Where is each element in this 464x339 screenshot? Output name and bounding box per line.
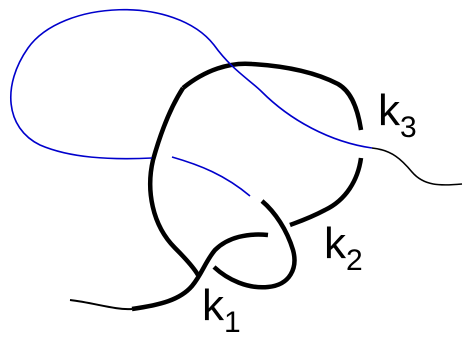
strand-upper-arc: [181, 61, 364, 131]
strand-right-tail: [371, 147, 463, 186]
strand-loop-left: [148, 86, 200, 277]
label-k2: k2: [324, 219, 363, 277]
strand-lower-lobe: [212, 199, 297, 290]
label-k1: k1: [202, 281, 241, 339]
strand-blue: [10, 8, 373, 160]
strand-lower-left: [131, 232, 269, 312]
label-k3: k3: [378, 86, 417, 144]
strand-right-descent: [289, 157, 364, 228]
strand-left-tail: [69, 299, 133, 311]
strand-blue-inner: [171, 156, 251, 197]
